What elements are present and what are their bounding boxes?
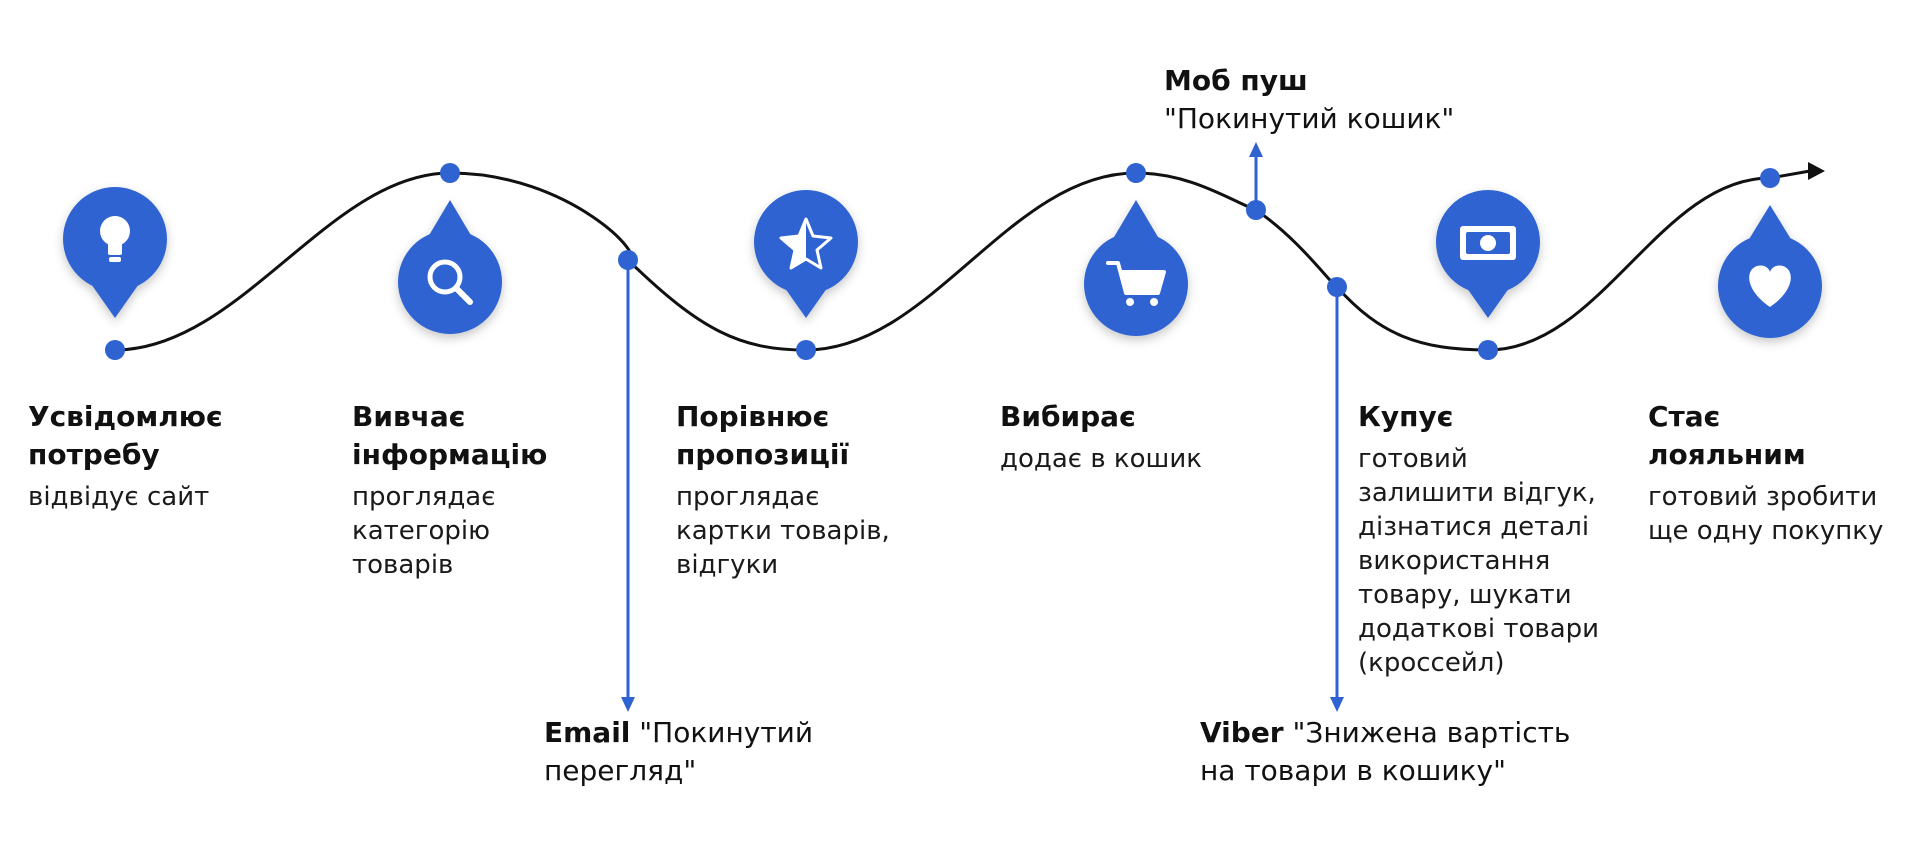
stage-4-title: Вибирає bbox=[1000, 400, 1136, 433]
stage-3-title: Порівнює пропозиції bbox=[676, 400, 850, 471]
channel-dot bbox=[1327, 277, 1347, 297]
search-icon bbox=[427, 259, 473, 305]
cart-icon bbox=[1106, 261, 1166, 306]
channel-dot bbox=[1246, 200, 1266, 220]
stage-1: Усвідомлює потребу відвідує сайт bbox=[28, 398, 223, 514]
stage-dot bbox=[1126, 163, 1146, 183]
stage-dot bbox=[440, 163, 460, 183]
stage-4: Вибирає додає в кошик bbox=[1000, 398, 1202, 476]
stage-6: Стає лояльним готовий зробити ще одну по… bbox=[1648, 398, 1883, 548]
push-channel-text: "Покинутий кошик" bbox=[1164, 102, 1455, 135]
stage-dot bbox=[1478, 340, 1498, 360]
stage-dot bbox=[796, 340, 816, 360]
stage-5: Купує готовий залишити відгук, дізнатися… bbox=[1358, 398, 1599, 680]
push-channel-label: Моб пуш "Покинутий кошик" bbox=[1164, 62, 1454, 138]
stage-dot bbox=[105, 340, 125, 360]
push-channel-name: Моб пуш bbox=[1164, 64, 1308, 97]
stage-2: Вивчає інформацію проглядає категорію то… bbox=[352, 398, 547, 582]
stage-dot bbox=[1760, 168, 1780, 188]
stage-3: Порівнює пропозиції проглядає картки тов… bbox=[676, 398, 890, 582]
viber-connector bbox=[1330, 287, 1344, 712]
stage-3-desc: проглядає картки товарів, відгуки bbox=[676, 482, 890, 580]
pin-cart bbox=[1084, 200, 1188, 336]
stage-6-desc: готовий зробити ще одну покупку bbox=[1648, 482, 1884, 546]
curve-arrowhead bbox=[1808, 162, 1825, 180]
half-star-icon bbox=[779, 217, 833, 270]
stage-5-desc: готовий залишити відгук, дізнатися детал… bbox=[1358, 444, 1600, 678]
email-connector bbox=[621, 260, 635, 712]
email-channel-text: "Покинутий перегляд" bbox=[544, 716, 814, 787]
stage-4-desc: додає в кошик bbox=[1000, 444, 1202, 474]
lightbulb-icon bbox=[100, 216, 130, 262]
money-icon bbox=[1460, 226, 1516, 260]
stage-5-title: Купує bbox=[1358, 400, 1454, 433]
viber-channel-text: "Знижена вартість на товари в кошику" bbox=[1200, 716, 1571, 787]
stage-6-title: Стає лояльним bbox=[1648, 400, 1806, 471]
push-connector bbox=[1249, 142, 1263, 210]
heart-icon bbox=[1749, 265, 1791, 307]
pin-heart bbox=[1718, 205, 1822, 338]
stage-2-desc: проглядає категорію товарів bbox=[352, 482, 496, 580]
stage-1-desc: відвідує сайт bbox=[28, 482, 210, 512]
stage-1-title: Усвідомлює потребу bbox=[28, 400, 223, 471]
stage-2-title: Вивчає інформацію bbox=[352, 400, 548, 471]
journey-curve bbox=[114, 169, 1811, 352]
viber-channel-label: Viber "Знижена вартість на товари в коши… bbox=[1200, 714, 1570, 790]
viber-channel-name: Viber bbox=[1200, 716, 1284, 749]
pin-search bbox=[398, 200, 502, 334]
email-channel-name: Email bbox=[544, 716, 631, 749]
email-channel-label: Email "Покинутий перегляд" bbox=[544, 714, 813, 790]
channel-dot bbox=[618, 250, 638, 270]
